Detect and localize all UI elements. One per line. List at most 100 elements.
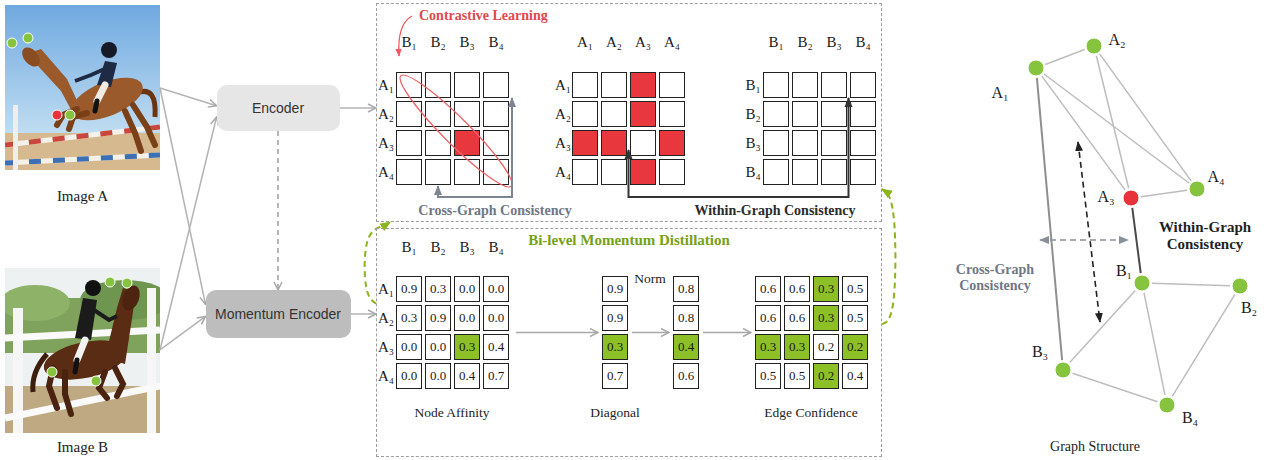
matrix-cell (484, 364, 509, 389)
connectors (160, 50, 1235, 402)
matrix-cell (793, 160, 818, 185)
node-label: A₃ (1097, 188, 1114, 206)
matrix-cell (764, 73, 789, 98)
graph-edge (1070, 290, 1136, 362)
matrix-cell (484, 160, 509, 185)
image-frame: Image A (5, 5, 160, 205)
matrix-header-holder: A₃ (378, 135, 394, 152)
matrix-cell (397, 131, 422, 156)
matrix-header-holder: B₁ (401, 239, 416, 256)
matrix-value: 0.3 (789, 339, 805, 355)
graph-edge (1172, 295, 1235, 397)
matrix-cell (484, 335, 509, 360)
matrix-cell (631, 73, 656, 98)
within-graph-arrow (1078, 142, 1100, 322)
matrix-header: B₄ (745, 164, 760, 181)
matrix-cell (843, 306, 868, 331)
matrix-value-holder: 0.6 (789, 281, 805, 297)
graph-node: B₁ (1133, 274, 1151, 292)
matrix-cell (484, 102, 509, 127)
matrix-header: B₁ (745, 77, 760, 94)
matrix-cell (455, 73, 480, 98)
matrix-cell (674, 306, 699, 331)
panel-title: Contrastive Learning (419, 8, 548, 24)
matrix-value: 0.0 (488, 281, 504, 297)
matrix-caption: Edge Confidence (764, 405, 857, 421)
consistency-label: Cross-Graph Consistency (418, 203, 571, 219)
matrix-header-holder: A₂ (555, 106, 571, 123)
node-label: B₃ (1032, 343, 1048, 361)
matrix-cell (426, 131, 451, 156)
matrix-cell (756, 306, 781, 331)
matrix-header: A₄ (378, 368, 394, 385)
matrix-value-holder: 0.3 (607, 339, 623, 355)
matrix-header-holder: B₄ (745, 164, 760, 181)
graph-node-circle (1085, 37, 1103, 55)
matrix-cell (793, 102, 818, 127)
matrix-value-holder: 0.2 (847, 339, 863, 355)
graph-edge (1042, 76, 1125, 190)
matrix-value: 0.7 (488, 368, 504, 384)
matrix-value: 0.5 (760, 368, 776, 384)
matrix-cell (793, 73, 818, 98)
matrix-header: A₃ (378, 339, 394, 356)
matrix-value: 0.0 (459, 281, 475, 297)
matrix-header-holder: B₁ (768, 34, 783, 51)
matrix-cell (785, 277, 810, 302)
matrix-header-holder: B₂ (745, 106, 760, 123)
matrix-header: B₃ (459, 239, 474, 256)
matrix-cell (603, 306, 628, 331)
matrix-cell (660, 160, 685, 185)
consistency-label: Cross-Graph Consistency (947, 262, 1043, 294)
graph-edge (1144, 293, 1165, 395)
node-label: B₄ (1182, 409, 1198, 427)
matrix-value-holder: 0.3 (401, 310, 417, 326)
matrix-cell (573, 102, 598, 127)
matrix-value: 0.6 (760, 281, 776, 297)
matrix-header-holder: A₁ (378, 77, 394, 94)
graph-node: A₁ (1027, 59, 1045, 77)
matrix-header: A₂ (606, 34, 622, 51)
matrix-header-holder: B₄ (488, 34, 503, 51)
graph-node-circle (1133, 274, 1151, 292)
matrix-value: 0.3 (760, 339, 776, 355)
matrix-cell (426, 160, 451, 185)
matrix-value: 0.3 (401, 310, 417, 326)
matrix-value: 0.9 (607, 310, 623, 326)
flow-arrow (516, 332, 598, 334)
matrix-value-holder: 0.0 (488, 281, 504, 297)
matrix-header: B₂ (430, 34, 445, 51)
matrix-value: 0.0 (488, 310, 504, 326)
matrix-cell (764, 160, 789, 185)
matrix-cell (822, 102, 847, 127)
matrix-value-holder: 0.6 (760, 310, 776, 326)
panel-title: Bi-level Momentum Distillation (528, 232, 730, 249)
matrix-cell (455, 306, 480, 331)
matrix-cell (484, 306, 509, 331)
matrix-header: A₃ (635, 34, 651, 51)
graph-edge (1132, 208, 1140, 273)
matrix-header-holder: A₄ (378, 164, 394, 181)
node-label: B₁ (1116, 262, 1132, 280)
matrix-cell (573, 160, 598, 185)
matrix-header: B₂ (430, 239, 445, 256)
matrix-header: B₃ (826, 34, 841, 51)
matrix-header: A₁ (577, 34, 593, 51)
matrix-cells (397, 73, 876, 389)
matrix-value: 0.8 (678, 281, 694, 297)
consistency-label-holder: Cross-Graph Consistency (947, 262, 1043, 294)
matrix-value-holder: 0.5 (847, 310, 863, 326)
matrix-header-holder: A₃ (378, 339, 394, 356)
matrix-value-holder: 0.3 (818, 281, 834, 297)
matrix-value: 0.9 (401, 281, 417, 297)
encoder-box: Encoder (217, 85, 340, 131)
matrix-cell (631, 160, 656, 185)
within-graph-arrow (629, 98, 849, 197)
matrix-header: A₄ (664, 34, 680, 51)
matrix-header-holder: B₄ (855, 34, 870, 51)
matrix-cell (785, 364, 810, 389)
matrix-value: 0.3 (818, 310, 834, 326)
matrix-cell (397, 335, 422, 360)
matrix-value-holder: 0.3 (459, 339, 475, 355)
graph-node: B₄ (1158, 396, 1176, 414)
